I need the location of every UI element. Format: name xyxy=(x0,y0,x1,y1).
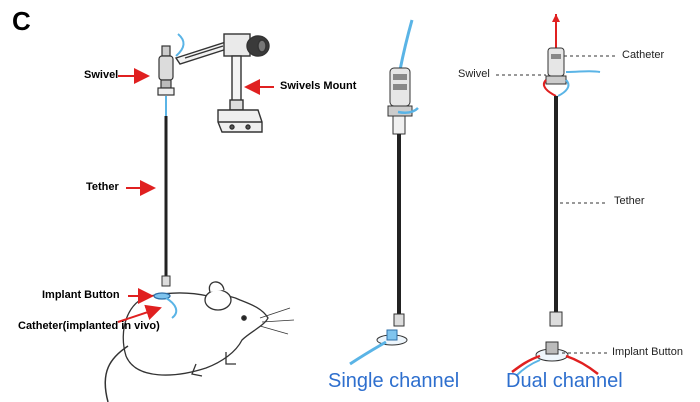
label-implant-button-right: Implant Button xyxy=(612,346,683,358)
swivel-left xyxy=(157,33,185,96)
label-catheter-right: Catheter xyxy=(622,49,665,61)
label-swivel: Swivel xyxy=(84,69,119,81)
label-swivels-mount: Swivels Mount xyxy=(280,80,357,92)
dual-channel-tether xyxy=(511,14,601,377)
label-swivel-right: Swivel xyxy=(458,68,490,80)
label-catheter: Catheter(implanted in vivo) xyxy=(18,320,160,332)
caption-single-channel: Single channel xyxy=(328,370,460,392)
label-tether-right: Tether xyxy=(614,195,645,207)
mouse xyxy=(104,281,295,402)
label-implant-button: Implant Button xyxy=(42,289,120,301)
single-channel-tether xyxy=(349,19,419,366)
tether-left xyxy=(161,96,171,287)
caption-dual-channel: Dual channel xyxy=(506,370,623,392)
swivels-mount-arm xyxy=(174,33,270,133)
label-tether: Tether xyxy=(86,181,119,193)
panel-letter: C xyxy=(12,6,31,36)
arrow-catheter xyxy=(117,304,162,323)
leader-lines xyxy=(496,55,616,354)
